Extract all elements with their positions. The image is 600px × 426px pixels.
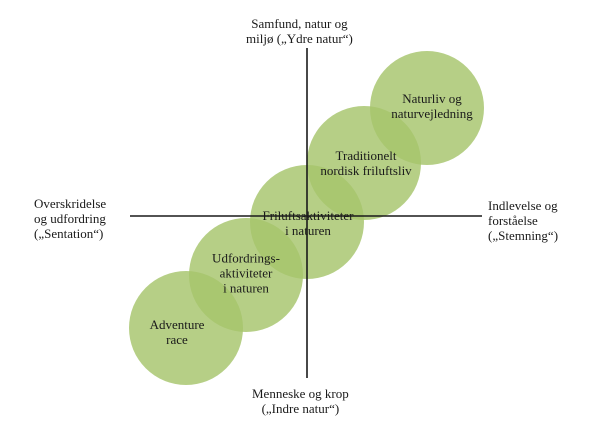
axis-label-right-line: Indlevelse og (488, 198, 558, 213)
circle-label-udfordrings: Udfordrings- aktiviteter i naturen (212, 251, 280, 296)
circle-label-adventure: Adventure race (150, 317, 205, 347)
circle-label-naturliv: Naturliv og naturvejledning (391, 91, 473, 121)
circle-label-line: Udfordrings- (212, 250, 280, 266)
axis-label-top-line: Samfund, natur og (251, 16, 348, 31)
circle-adventure (129, 271, 243, 385)
axis-label-left-line: Overskridelse (34, 196, 107, 211)
axis-label-bottom-line: Menneske og krop (252, 386, 349, 401)
axis-label-left-line: („Sentation“) (34, 226, 104, 241)
axis-label-bottom-line: („Indre natur“) (261, 401, 340, 416)
circle-label-line: naturvejledning (391, 106, 473, 121)
circle-label-line: Naturliv og (402, 91, 462, 106)
circle-label-line: Friluftsaktiviteter (262, 208, 354, 223)
circle-label-friluftsaktiviteter: Friluftsaktiviteter i naturen (263, 208, 354, 238)
circle-label-line: i naturen (285, 223, 331, 238)
circle-label-line: Adventure (149, 317, 205, 332)
axis-label-top: Samfund, natur og miljø („Ydre natur“) (246, 16, 353, 46)
axis-label-right-line: („Stemning“) (488, 228, 559, 243)
axis-label-left-line: og udfordring (34, 211, 106, 226)
circle-label-line: i naturen (223, 280, 269, 296)
axis-label-right-line: forståelse (488, 213, 538, 228)
circle-label-line: Traditionelt (335, 148, 397, 163)
circle-label-line: nordisk friluftsliv (320, 163, 412, 178)
axis-label-bottom: Menneske og krop („Indre natur“) (252, 386, 349, 416)
axis-label-left: Overskridelse og udfordring („Sentation“… (34, 196, 106, 241)
axis-label-right: Indlevelse og forståelse („Stemning“) (488, 198, 558, 243)
circle-label-traditionelt: Traditionelt nordisk friluftsliv (320, 148, 411, 178)
axis-label-top-line: miljø („Ydre natur“) (246, 31, 353, 46)
circle-label-line: race (166, 332, 188, 347)
circle-label-line: aktiviteter (219, 265, 273, 281)
axes-layer (130, 48, 482, 378)
circles-layer (129, 51, 484, 385)
